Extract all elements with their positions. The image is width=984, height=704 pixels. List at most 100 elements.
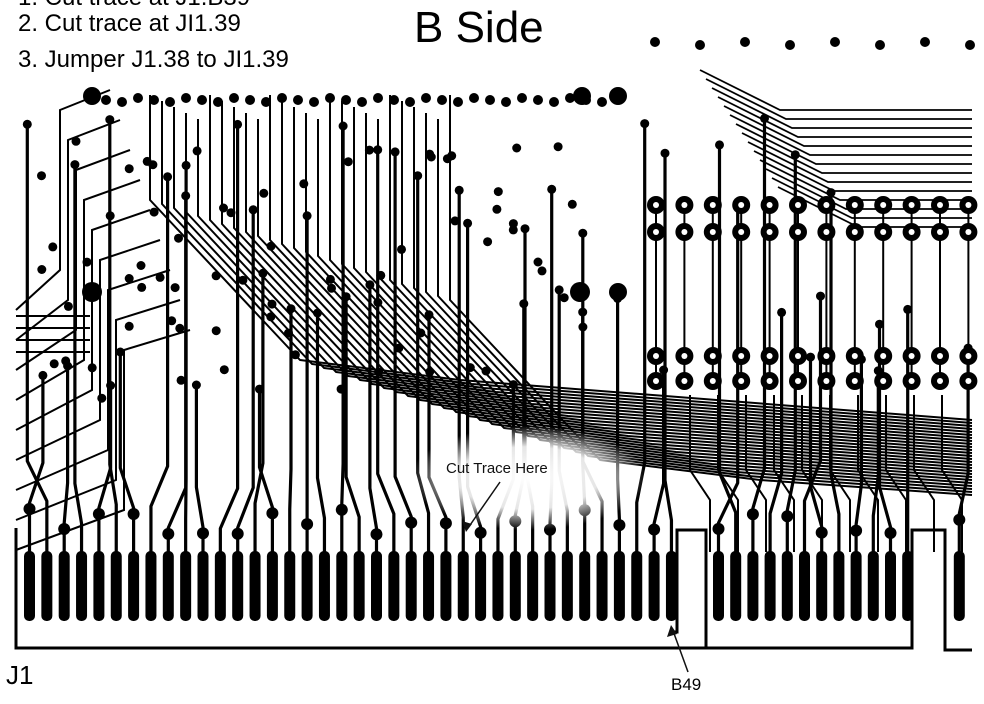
pad-hole	[681, 378, 688, 384]
via	[325, 93, 335, 103]
pcb-trace	[829, 192, 841, 552]
via	[136, 261, 146, 270]
connector-finger	[579, 551, 591, 621]
edge-connector	[14, 528, 972, 652]
via	[284, 328, 293, 338]
pcb-trace	[15, 149, 131, 371]
via	[137, 282, 147, 292]
via	[127, 508, 140, 520]
pcb-trace	[705, 78, 972, 120]
via	[255, 384, 264, 394]
connector-finger	[249, 551, 261, 621]
instruction-step-1: 1. Cut trace at J1.B39	[18, 0, 250, 10]
via	[640, 119, 650, 129]
via	[277, 93, 287, 103]
via	[226, 208, 236, 218]
pcb-trace	[15, 269, 171, 491]
connector-finger	[799, 551, 810, 621]
via	[197, 527, 209, 540]
via	[170, 283, 180, 293]
pad-hole	[738, 353, 745, 359]
via	[162, 527, 175, 540]
connector-finger	[353, 551, 365, 621]
pcb-trace	[751, 118, 767, 552]
pad-hole	[823, 378, 830, 384]
via	[781, 510, 794, 523]
via	[815, 526, 828, 539]
pad-hole	[738, 202, 745, 208]
via	[286, 304, 296, 314]
pad-hole	[681, 202, 688, 208]
via	[439, 517, 452, 530]
via	[49, 359, 59, 369]
via	[133, 93, 143, 103]
via	[405, 516, 418, 529]
via	[549, 97, 559, 107]
via	[327, 283, 336, 293]
via	[373, 93, 383, 103]
pcb-trace	[771, 177, 972, 219]
connector-finger	[180, 551, 192, 621]
pcb-trace	[808, 357, 824, 552]
pad-hole	[795, 378, 801, 384]
via	[213, 97, 223, 107]
pad-hole	[965, 202, 972, 208]
via	[336, 384, 346, 394]
connector-finger	[440, 551, 452, 621]
pcb-trace	[699, 69, 972, 111]
via	[211, 326, 221, 336]
via	[533, 257, 543, 267]
pcb-trace	[293, 107, 973, 457]
via	[197, 95, 207, 105]
pcb-trace	[118, 352, 136, 552]
connector-finger	[902, 551, 914, 621]
cut-pointer-line	[467, 481, 501, 529]
via	[290, 350, 300, 360]
via	[547, 184, 557, 194]
via	[740, 37, 750, 47]
connector-finger	[110, 551, 122, 621]
via	[648, 523, 661, 536]
via	[338, 121, 348, 131]
pad-hole	[709, 202, 716, 208]
via	[485, 95, 495, 105]
via	[554, 285, 564, 295]
via	[469, 93, 479, 103]
via	[850, 524, 863, 537]
via	[508, 380, 518, 390]
via	[248, 205, 258, 215]
via	[117, 97, 127, 107]
pcb-trace	[689, 395, 711, 552]
via	[481, 366, 491, 376]
connector-finger	[867, 551, 879, 621]
via	[149, 95, 159, 105]
pcb-trace	[735, 123, 972, 165]
pcb-trace	[741, 132, 972, 174]
via	[537, 266, 547, 276]
via	[373, 298, 383, 307]
via	[374, 367, 384, 377]
connector-finger	[730, 551, 742, 621]
pcb-trace	[747, 141, 972, 183]
pad-hole	[653, 378, 659, 384]
via	[465, 363, 475, 373]
large-via	[570, 282, 590, 302]
via	[38, 370, 48, 380]
pad-hole	[937, 353, 943, 359]
via	[483, 237, 493, 247]
pad-hole	[738, 378, 745, 384]
via	[790, 150, 800, 160]
pcb-trace	[149, 176, 170, 552]
connector-finger	[613, 551, 625, 621]
connector-finger	[232, 551, 244, 621]
via	[405, 97, 415, 107]
via	[92, 508, 105, 520]
via	[650, 37, 660, 47]
connector-finger	[492, 551, 504, 621]
pad-hole	[709, 229, 716, 235]
pcb-trace	[941, 395, 963, 552]
via	[453, 97, 463, 107]
pcb-trace	[729, 114, 972, 156]
via	[124, 274, 134, 283]
